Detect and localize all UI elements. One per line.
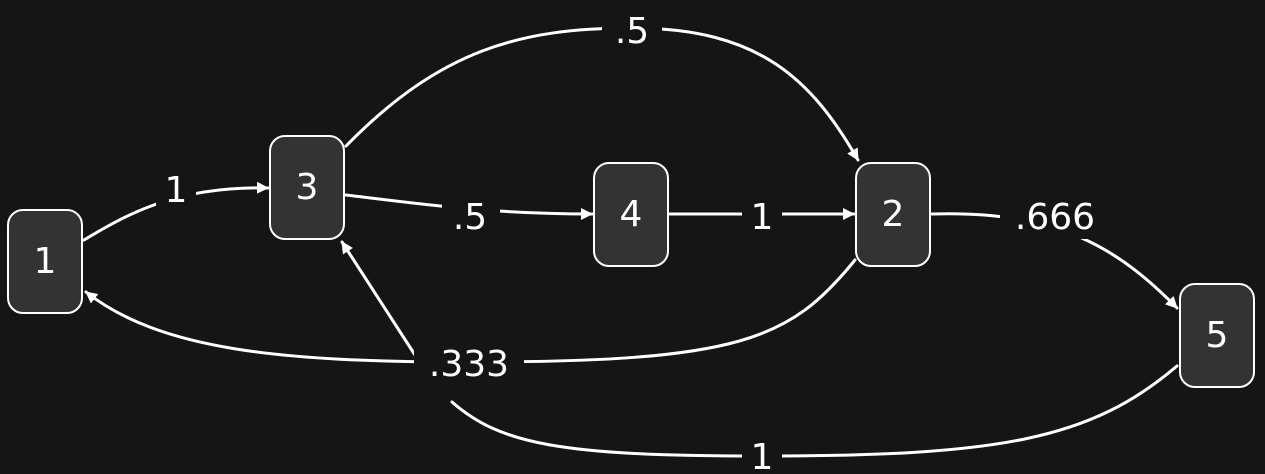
svg-text:1: 1	[751, 197, 774, 238]
node-5-label: 5	[1205, 315, 1229, 356]
svg-text:.666: .666	[1015, 197, 1095, 238]
svg-text:1: 1	[751, 437, 774, 474]
node-4-label: 4	[619, 194, 643, 235]
svg-text:.5: .5	[615, 11, 649, 52]
node-2-label: 2	[881, 194, 905, 235]
edge-label-2-1-3: .333	[414, 340, 524, 388]
node-1: 1	[7, 209, 83, 314]
node-5: 5	[1179, 283, 1255, 388]
svg-text:.333: .333	[429, 344, 509, 385]
edge-label-3-4: .5	[442, 193, 500, 239]
svg-text:1: 1	[165, 170, 188, 211]
node-1-label: 1	[33, 241, 57, 282]
node-2: 2	[855, 162, 931, 267]
edge-5-to-1-and-3	[450, 364, 1179, 458]
edge-label-3-2: .5	[602, 8, 662, 54]
edge-label-2-5: .666	[1000, 193, 1110, 239]
edge-label-4-2: 1	[742, 193, 782, 239]
svg-text:.5: .5	[453, 197, 487, 238]
node-3-label: 3	[295, 167, 319, 208]
edge-label-5-1-3: 1	[742, 434, 782, 474]
node-4: 4	[593, 162, 669, 267]
node-3: 3	[269, 135, 345, 240]
edge-label-1-3: 1	[156, 166, 196, 212]
